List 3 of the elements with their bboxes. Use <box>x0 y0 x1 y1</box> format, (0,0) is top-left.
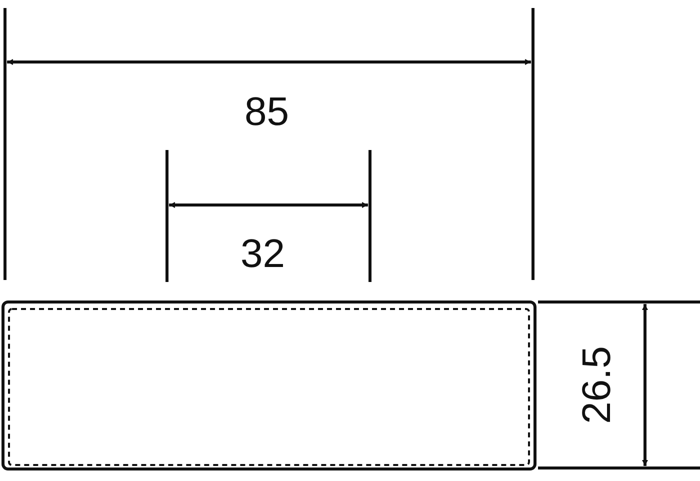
dimension-label: 32 <box>240 234 285 274</box>
dimension-label: 85 <box>244 92 289 132</box>
dimension-label: 26.5 <box>576 346 617 424</box>
